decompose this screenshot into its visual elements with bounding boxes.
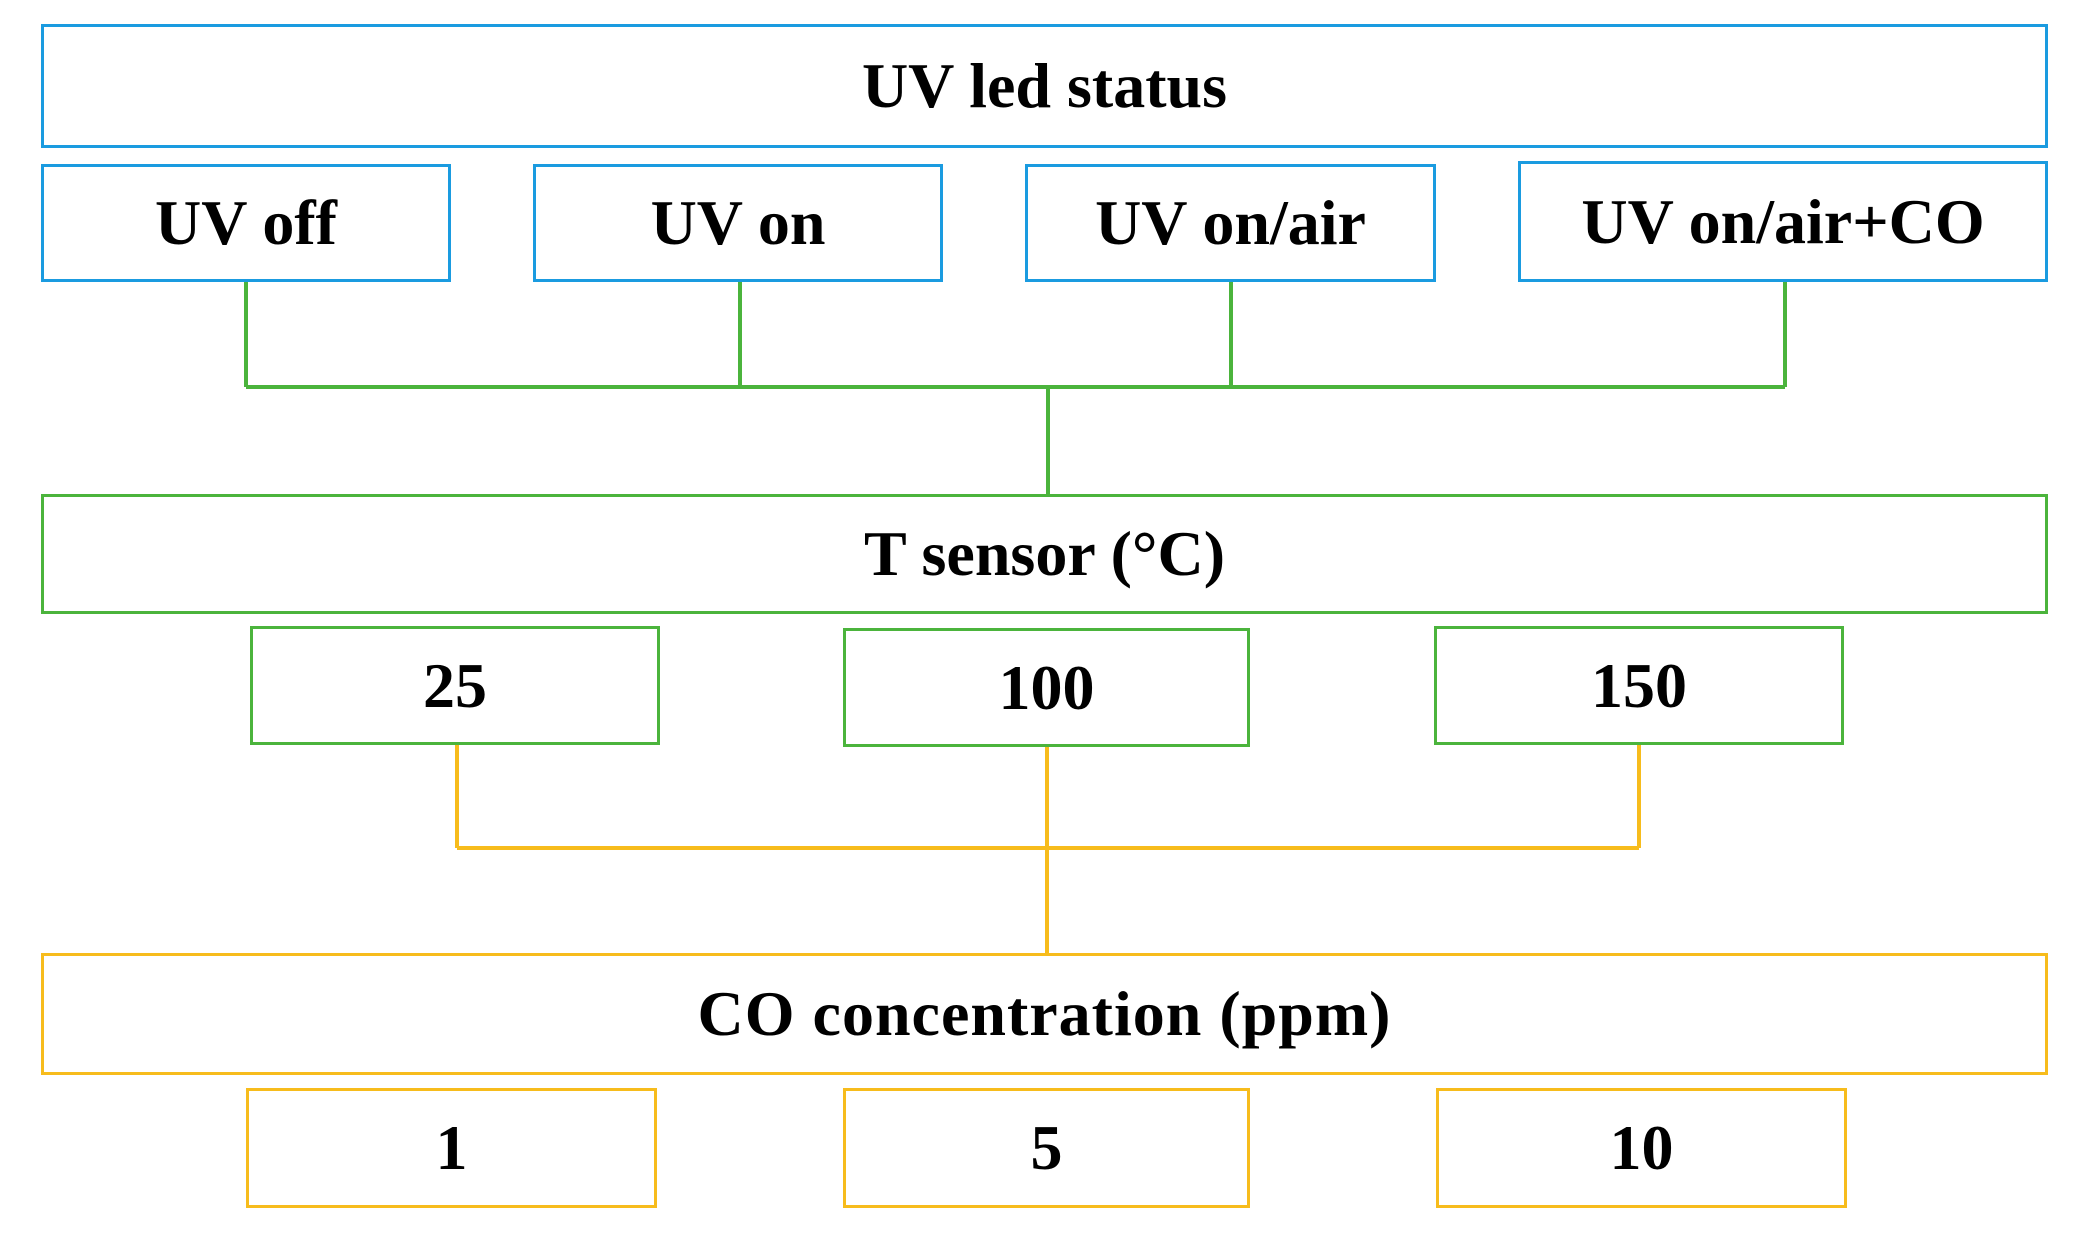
uv-led-status-title: UV led status <box>861 50 1228 121</box>
co-concentration-title: CO concentration (ppm) <box>697 978 1392 1049</box>
uv-option-label: UV on/air+CO <box>1581 185 1985 257</box>
co-option-label: 5 <box>1030 1112 1063 1183</box>
uv-option-label: UV on <box>650 187 826 258</box>
co-option-1: 1 <box>246 1088 657 1208</box>
temperature-option-label: 25 <box>423 649 487 721</box>
temperature-option-label: 150 <box>1591 649 1687 721</box>
co-option-5: 5 <box>843 1088 1250 1208</box>
co-concentration-header: CO concentration (ppm) <box>41 953 2048 1075</box>
co-option-label: 10 <box>1609 1112 1674 1183</box>
temperature-option-150: 150 <box>1434 626 1844 745</box>
temperature-option-label: 100 <box>998 651 1095 723</box>
uv-option-off: UV off <box>41 164 451 282</box>
temperature-option-25: 25 <box>250 626 660 745</box>
uv-option-on: UV on <box>533 164 943 282</box>
temperature-to-co-connector <box>455 745 1641 953</box>
uv-option-on-air-co: UV on/air+CO <box>1518 161 2048 282</box>
uv-option-label: UV off <box>155 187 337 258</box>
temperature-sensor-header: T sensor (°C) <box>41 494 2048 614</box>
co-option-label: 1 <box>435 1112 468 1183</box>
uv-led-status-header: UV led status <box>41 24 2048 148</box>
temperature-option-100: 100 <box>843 628 1250 747</box>
uv-option-label: UV on/air <box>1095 187 1366 258</box>
co-option-10: 10 <box>1436 1088 1847 1208</box>
uv-option-on-air: UV on/air <box>1025 164 1436 282</box>
temperature-sensor-title: T sensor (°C) <box>863 518 1226 589</box>
uv-to-temperature-connector <box>244 282 1787 494</box>
